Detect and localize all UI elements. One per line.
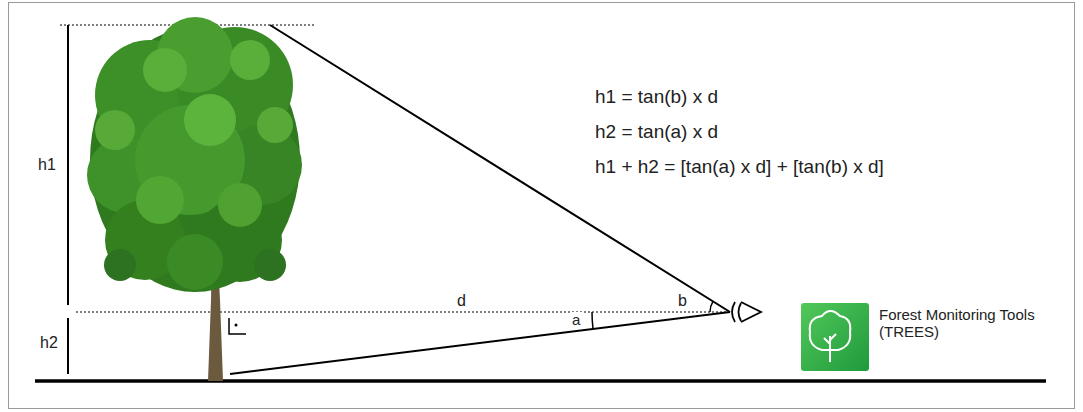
frame bbox=[9, 3, 1075, 409]
eye-symbol bbox=[732, 302, 761, 322]
angle-label: a bbox=[570, 312, 582, 327]
tree-crown bbox=[87, 17, 302, 292]
eye-level-line bbox=[76, 311, 730, 312]
formula-total: h1 + h2 = [tan(a) x d] + [tan(b) x d] bbox=[595, 156, 884, 178]
ground-line bbox=[35, 379, 1046, 383]
right-angle-dot bbox=[235, 324, 238, 327]
logo-square bbox=[801, 303, 869, 371]
h2-dimension-line bbox=[67, 318, 69, 374]
height-label: h2 bbox=[40, 334, 58, 352]
angle-label: b bbox=[676, 292, 689, 310]
logo-text: Forest Monitoring Tools (TREES) bbox=[879, 306, 1057, 341]
logo-tree-icon bbox=[810, 311, 851, 362]
angle-b-arc bbox=[710, 301, 713, 312]
formula-h2: h2 = tan(a) x d bbox=[595, 121, 718, 143]
height-label: h1 bbox=[38, 156, 56, 174]
right-angle-marker bbox=[229, 318, 246, 334]
h1-dimension-line bbox=[67, 25, 69, 305]
formula-h1: h1 = tan(b) x d bbox=[595, 86, 718, 108]
sight-line-base bbox=[230, 312, 730, 374]
angle-a-arc bbox=[592, 312, 593, 329]
distance-label: d bbox=[455, 292, 468, 310]
